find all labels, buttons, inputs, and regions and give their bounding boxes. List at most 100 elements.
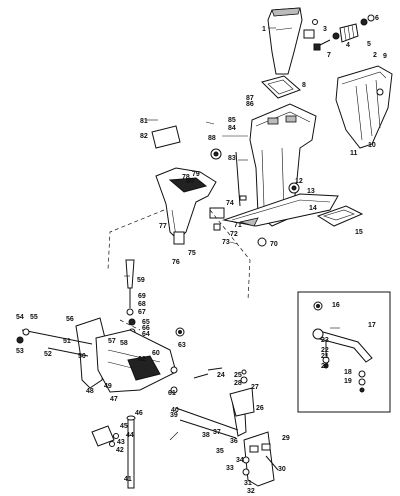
label-62: 62 bbox=[138, 356, 146, 363]
label-12: 12 bbox=[295, 178, 303, 185]
label-78: 78 bbox=[182, 174, 190, 181]
label-82: 82 bbox=[140, 133, 148, 140]
leader-lines bbox=[124, 27, 340, 441]
label-60: 60 bbox=[152, 350, 160, 357]
label-75: 75 bbox=[188, 250, 196, 257]
label-54: 54 bbox=[16, 314, 24, 321]
label-7: 7 bbox=[327, 52, 331, 59]
clamp-bracket-lower bbox=[242, 431, 279, 487]
label-20: 20 bbox=[321, 363, 329, 370]
label-41: 41 bbox=[124, 476, 132, 483]
label-88: 88 bbox=[208, 135, 216, 142]
label-16: 16 bbox=[332, 302, 340, 309]
label-33: 33 bbox=[226, 465, 234, 472]
label-87: 87 bbox=[246, 95, 254, 102]
inset-steering-arm bbox=[297, 291, 391, 413]
label-35: 35 bbox=[216, 448, 224, 455]
label-85: 85 bbox=[228, 117, 236, 124]
label-84: 84 bbox=[228, 125, 236, 132]
label-45: 45 bbox=[120, 423, 128, 430]
label-2: 2 bbox=[373, 52, 377, 59]
label-42: 42 bbox=[116, 447, 124, 454]
tilt-bracket-right bbox=[229, 369, 255, 417]
gasket-8 bbox=[261, 75, 301, 99]
label-61: 61 bbox=[168, 390, 176, 397]
label-76: 76 bbox=[172, 259, 180, 266]
label-47: 47 bbox=[110, 396, 118, 403]
label-57: 57 bbox=[108, 338, 116, 345]
label-56: 56 bbox=[66, 316, 74, 323]
label-11: 11 bbox=[350, 150, 358, 157]
label-24: 24 bbox=[217, 372, 225, 379]
label-72: 72 bbox=[230, 231, 238, 238]
label-44: 44 bbox=[126, 432, 134, 439]
label-34: 34 bbox=[236, 457, 244, 464]
label-26: 26 bbox=[256, 405, 264, 412]
label-65: 65 bbox=[142, 319, 150, 326]
label-10: 10 bbox=[368, 142, 376, 149]
label-79: 79 bbox=[192, 171, 200, 178]
label-1: 1 bbox=[262, 26, 266, 33]
label-55: 55 bbox=[30, 314, 38, 321]
label-50: 50 bbox=[78, 353, 86, 360]
tilt-bolt bbox=[16, 328, 93, 357]
label-21: 21 bbox=[321, 353, 329, 360]
driveshaft-housing bbox=[222, 103, 339, 227]
label-58: 58 bbox=[120, 340, 128, 347]
label-46: 46 bbox=[135, 410, 143, 417]
label-36: 36 bbox=[230, 438, 238, 445]
label-14: 14 bbox=[309, 205, 317, 212]
bushing-parts bbox=[303, 19, 331, 51]
upper-small-parts bbox=[151, 125, 300, 247]
label-48: 48 bbox=[86, 388, 94, 395]
label-51: 51 bbox=[63, 338, 71, 345]
label-71: 71 bbox=[234, 222, 242, 229]
label-29: 29 bbox=[282, 435, 290, 442]
part-labels: 1 2 3 4 5 6 7 8 9 10 11 12 13 14 15 16 1… bbox=[16, 15, 387, 495]
upper-mount-bracket bbox=[155, 167, 217, 245]
label-32: 32 bbox=[247, 488, 255, 495]
label-49: 49 bbox=[104, 383, 112, 390]
label-18: 18 bbox=[344, 369, 352, 376]
exhaust-tube bbox=[267, 7, 303, 75]
label-68: 68 bbox=[138, 301, 146, 308]
exhaust-cover bbox=[335, 65, 393, 149]
label-59: 59 bbox=[137, 277, 145, 284]
label-8: 8 bbox=[302, 82, 306, 89]
label-74: 74 bbox=[226, 200, 234, 207]
label-70: 70 bbox=[270, 241, 278, 248]
rubber-mount-15 bbox=[316, 205, 364, 227]
label-6: 6 bbox=[375, 15, 379, 22]
label-31: 31 bbox=[244, 480, 252, 487]
label-66: 66 bbox=[142, 325, 150, 332]
label-39: 39 bbox=[170, 412, 178, 419]
grommet-assembly bbox=[332, 14, 375, 43]
label-77: 77 bbox=[159, 223, 167, 230]
lower-left-small-parts bbox=[170, 327, 223, 394]
label-69: 69 bbox=[138, 293, 146, 300]
label-23: 23 bbox=[321, 337, 329, 344]
label-15: 15 bbox=[355, 229, 363, 236]
label-73: 73 bbox=[222, 239, 230, 246]
label-9: 9 bbox=[383, 53, 387, 60]
label-5: 5 bbox=[367, 41, 371, 48]
label-43: 43 bbox=[117, 439, 125, 446]
label-52: 52 bbox=[44, 351, 52, 358]
label-13: 13 bbox=[307, 188, 315, 195]
label-67: 67 bbox=[138, 309, 146, 316]
label-30: 30 bbox=[278, 466, 286, 473]
label-53: 53 bbox=[16, 348, 24, 355]
label-80: 80 bbox=[186, 178, 194, 185]
connector-lines bbox=[107, 209, 251, 331]
label-38: 38 bbox=[202, 432, 210, 439]
swivel-bracket bbox=[75, 317, 177, 393]
label-81: 81 bbox=[140, 118, 148, 125]
label-64: 64 bbox=[142, 331, 150, 338]
label-63: 63 bbox=[178, 342, 186, 349]
label-17: 17 bbox=[368, 322, 376, 329]
label-25: 25 bbox=[234, 372, 242, 379]
label-4: 4 bbox=[346, 42, 350, 49]
label-40: 40 bbox=[171, 407, 179, 414]
